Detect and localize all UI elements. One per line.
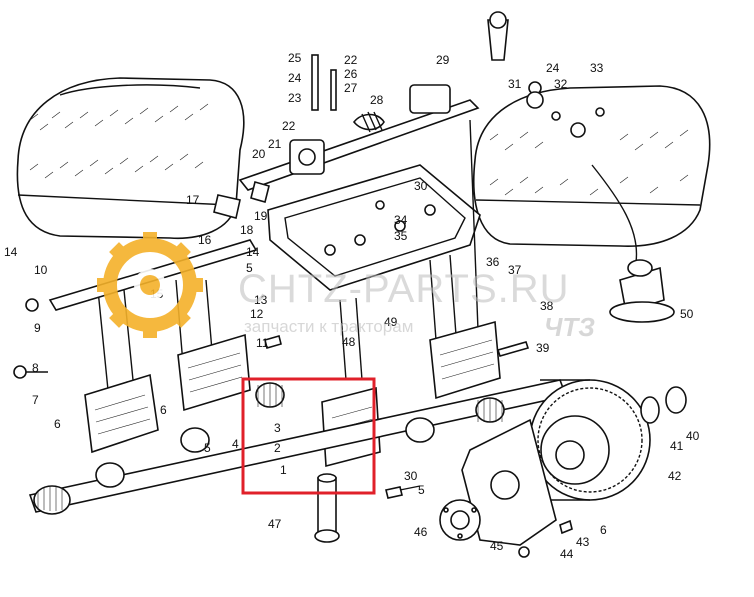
- right-valve-cover: [472, 85, 711, 247]
- callout: 39: [536, 341, 550, 355]
- callout: 46: [414, 525, 428, 539]
- callout: 10: [34, 263, 48, 277]
- camshaft: [28, 379, 568, 515]
- breather-50: [591, 164, 675, 323]
- callout: 37: [508, 263, 522, 277]
- callout: 1: [280, 463, 287, 477]
- flange-46: [439, 499, 481, 541]
- plate-hole: [490, 470, 520, 500]
- callout: 26: [344, 67, 358, 81]
- callout: 23: [288, 91, 302, 105]
- callout: 6: [600, 523, 607, 537]
- callout: 30: [404, 469, 418, 483]
- rocker-housing: [267, 164, 481, 291]
- cam-gear: [529, 379, 651, 501]
- callout: 18: [240, 223, 254, 237]
- callout: 19: [254, 209, 268, 223]
- callout: 14: [4, 245, 18, 259]
- callout: 38: [540, 299, 554, 313]
- nut-40: [665, 386, 687, 414]
- washer-41: [640, 396, 660, 424]
- callout: 44: [560, 547, 574, 561]
- callout: 36: [486, 255, 500, 269]
- watermark-brand: ЧТЗ: [544, 312, 595, 342]
- callout: 28: [370, 93, 384, 107]
- callout: 32: [554, 77, 568, 91]
- callout: 31: [508, 77, 522, 91]
- callout: 41: [670, 439, 684, 453]
- highlight-box: [241, 377, 376, 495]
- callout: 50: [680, 307, 694, 321]
- callout: 16: [198, 233, 212, 247]
- callout: 35: [394, 229, 408, 243]
- callout: 8: [32, 361, 39, 375]
- callout: 30: [414, 179, 428, 193]
- callout: 33: [590, 61, 604, 75]
- callout-labels: 25 22 26 24 27 23 29 24 31 32 33 28 22 2…: [4, 51, 700, 561]
- callout: 14: [246, 245, 260, 259]
- callout: 40: [686, 429, 700, 443]
- callout: 49: [384, 315, 398, 329]
- callout: 42: [668, 469, 682, 483]
- callout: 24: [546, 61, 560, 75]
- callout: 22: [344, 53, 358, 67]
- callout: 22: [282, 119, 296, 133]
- callout: 11: [256, 336, 269, 350]
- fasteners: [13, 298, 573, 558]
- callout: 3: [274, 421, 281, 435]
- callout: 6: [160, 403, 167, 417]
- callout: 43: [576, 535, 590, 549]
- watermark-title: CHTZ-PARTS.RU: [238, 267, 570, 311]
- rocker-assembly: [213, 11, 544, 219]
- callout: 4: [232, 437, 239, 451]
- tappet-47: [314, 473, 340, 543]
- callout: 12: [250, 307, 264, 321]
- callout: 5: [418, 483, 425, 497]
- callout: 25: [288, 51, 302, 65]
- callout: 5: [246, 261, 253, 275]
- callout: 7: [32, 393, 39, 407]
- callout: 6: [54, 417, 61, 431]
- callout: 48: [342, 335, 356, 349]
- callout: 17: [186, 193, 200, 207]
- callout: 45: [490, 539, 504, 553]
- left-valve-cover: [16, 77, 245, 240]
- logo-gear-icon: [97, 232, 203, 338]
- callout: 2: [274, 441, 281, 455]
- callout: 20: [252, 147, 266, 161]
- callout: 5: [204, 441, 211, 455]
- callout: 9: [34, 321, 41, 335]
- callout: 27: [344, 81, 358, 95]
- callout: 21: [268, 137, 282, 151]
- callout: 47: [268, 517, 282, 531]
- callout: 13: [254, 293, 268, 307]
- callout: 29: [436, 53, 450, 67]
- callout: 24: [288, 71, 302, 85]
- callout: 34: [394, 213, 408, 227]
- watermark-subtitle: запчасти к тракторам: [244, 317, 413, 336]
